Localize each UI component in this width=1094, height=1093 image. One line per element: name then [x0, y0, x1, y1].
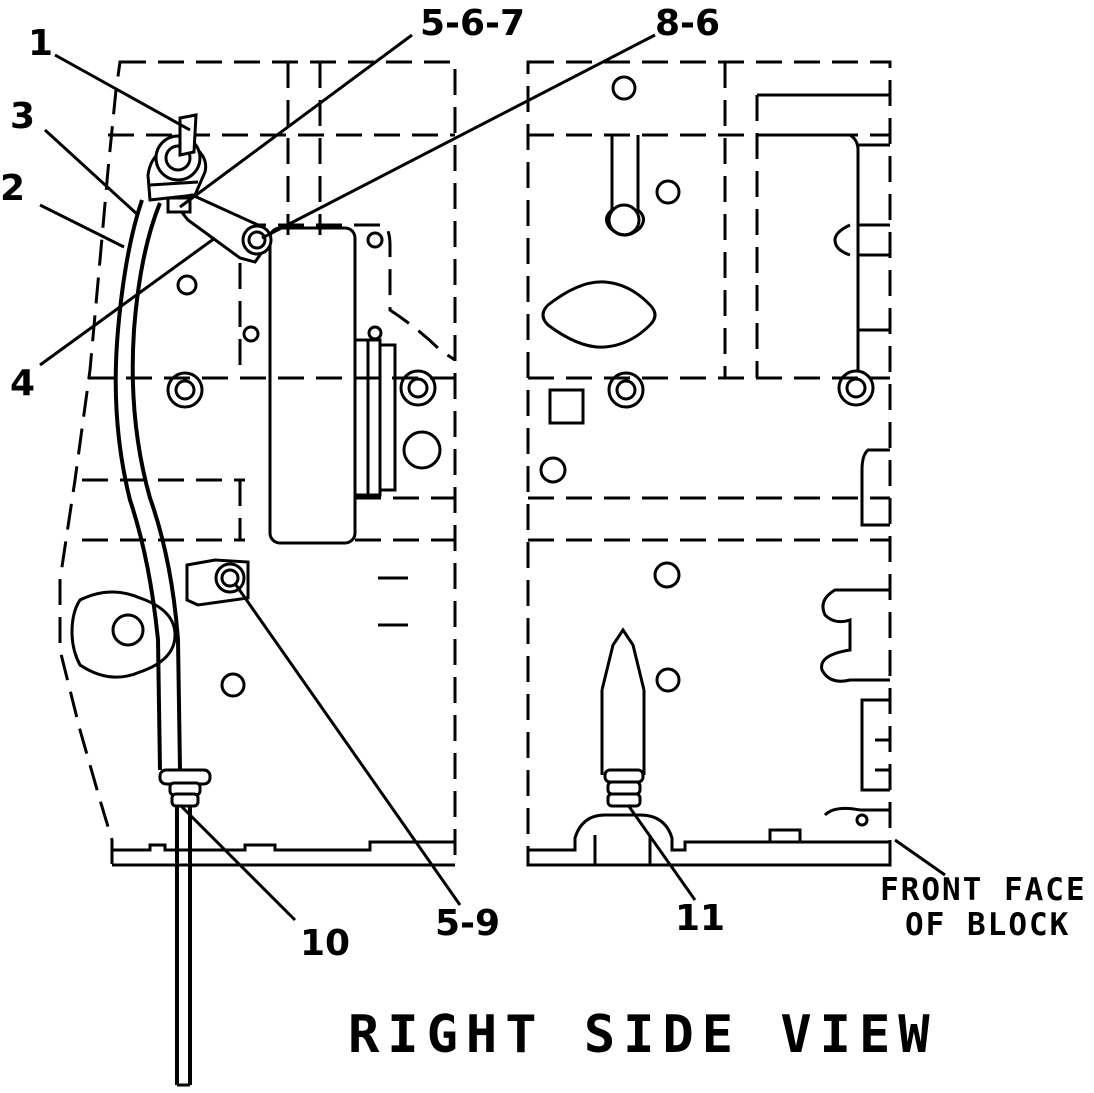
callout-1: 1: [28, 23, 53, 64]
callout-2: 2: [0, 168, 25, 209]
callout-8-6: 8-6: [655, 3, 720, 44]
view-title: RIGHT SIDE VIEW: [348, 1005, 938, 1065]
dipstick-tube-assembly: [113, 113, 273, 1087]
callout-4: 4: [10, 363, 35, 404]
callout-5-6-7: 5-6-7: [420, 3, 525, 44]
lower-plug-fitting: [603, 768, 645, 808]
left-block-section: [58, 60, 457, 867]
right-block-section: [526, 60, 892, 867]
callout-11: 11: [675, 898, 725, 939]
leader-lines: [39, 33, 946, 922]
callout-10: 10: [300, 923, 350, 964]
callout-3: 3: [10, 96, 35, 137]
callout-5-9: 5-9: [435, 903, 500, 944]
front-face-label-line2: OF BLOCK: [905, 907, 1070, 943]
front-face-label-line1: FRONT FACE: [880, 872, 1087, 908]
